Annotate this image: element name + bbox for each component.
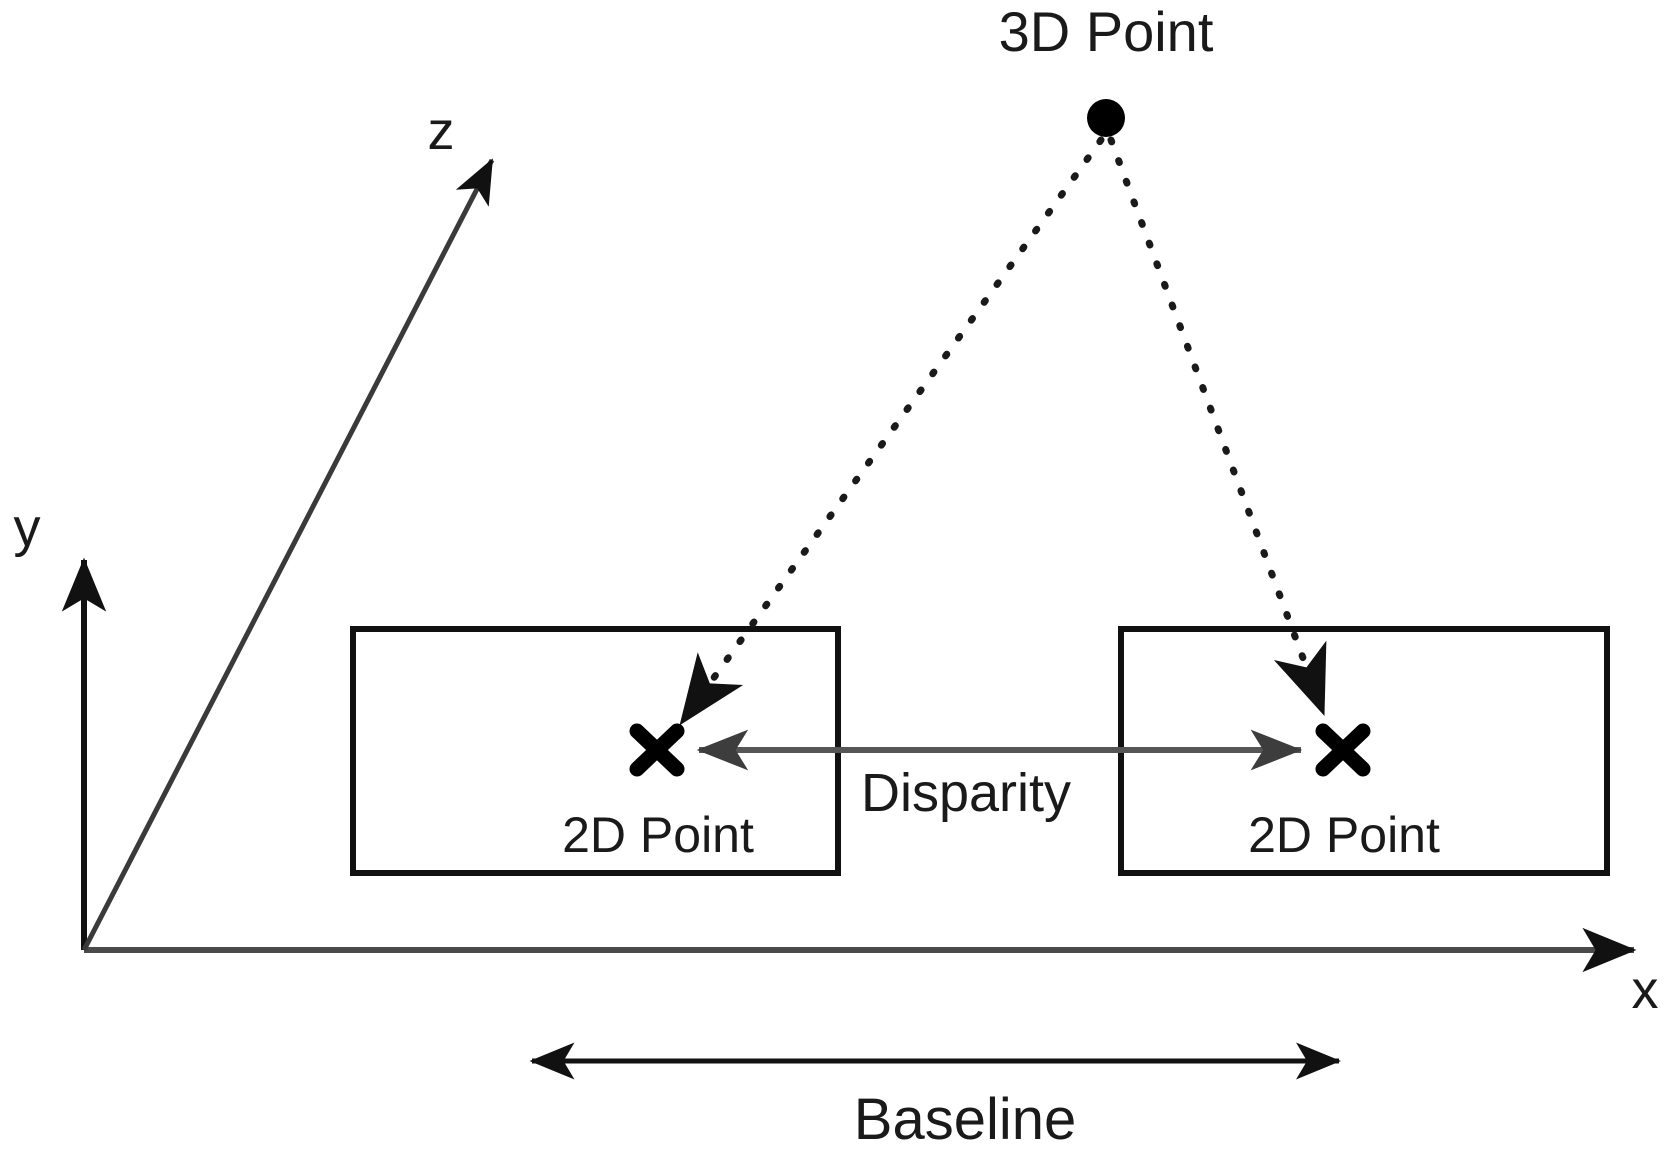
label-2d-point-right: 2D Point — [1248, 807, 1440, 863]
ray-to-left-camera — [678, 136, 1105, 726]
label-axis-x: x — [1631, 960, 1659, 1020]
x-cross-marker-left — [629, 723, 685, 777]
ray-to-right-camera — [1107, 136, 1327, 716]
label-axis-z: z — [427, 101, 455, 161]
coordinate-axes — [61, 158, 1637, 973]
x-cross-marker-right — [1315, 723, 1371, 777]
label-2d-point-left: 2D Point — [562, 807, 754, 863]
label-3d-point: 3D Point — [998, 0, 1214, 63]
projection-rays — [678, 136, 1327, 726]
label-baseline: Baseline — [853, 1087, 1077, 1152]
filled-circle-marker — [1087, 99, 1125, 137]
label-axis-y: y — [13, 498, 41, 558]
label-disparity: Disparity — [860, 763, 1072, 823]
axis-z-line — [81, 158, 495, 952]
